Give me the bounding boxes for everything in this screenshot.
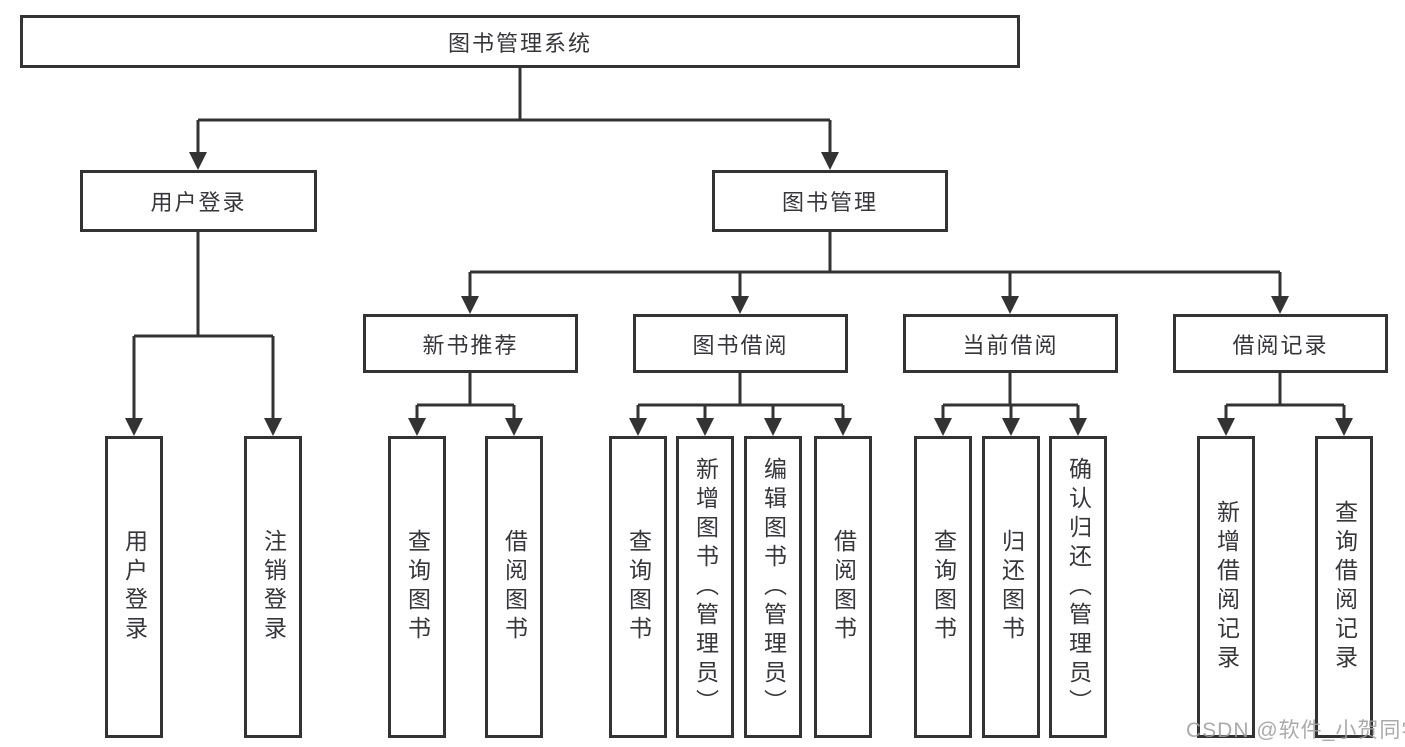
node-root: 图书管理系统 [20,15,1020,68]
node-book-borrowing: 图书借阅 [633,314,848,373]
node-book-management: 图书管理 [712,170,948,232]
leaf-borrow-books-recommend: 借阅图书 [485,436,543,738]
node-root-label: 图书管理系统 [447,30,592,56]
leaf-user-login-label: 用户登录 [121,529,148,645]
leaf-query-books-recommend: 查询图书 [388,436,446,738]
leaf-query-borrow-record: 查询借阅记录 [1315,436,1373,738]
node-book-borrowing-label: 图书借阅 [692,332,789,358]
leaf-return-books-label: 归还图书 [998,529,1025,645]
leaf-borrow-books-recommend-label: 借阅图书 [501,529,528,645]
node-user-login: 用户登录 [80,170,317,232]
leaf-query-books-recommend-label: 查询图书 [404,529,431,645]
node-borrowing-records-label: 借阅记录 [1232,332,1329,358]
leaf-return-books: 归还图书 [982,436,1040,738]
leaf-query-books-borrowing-label: 查询图书 [625,529,652,645]
leaf-borrow-books-borrowing: 借阅图书 [814,436,872,738]
leaf-logout-label: 注销登录 [260,529,287,645]
leaf-borrow-books-borrowing-label: 借阅图书 [830,529,857,645]
leaf-edit-books-admin: 编辑图书（管理员） [744,436,802,738]
node-new-book-recommend-label: 新书推荐 [422,332,519,358]
leaf-user-login: 用户登录 [105,436,163,738]
leaf-query-books-current: 查询图书 [914,436,972,738]
node-borrowing-records: 借阅记录 [1173,314,1388,373]
leaf-add-books-admin-label: 新增图书（管理员） [692,456,719,718]
leaf-add-borrow-record: 新增借阅记录 [1197,436,1255,738]
leaf-edit-books-admin-label: 编辑图书（管理员） [760,456,787,718]
leaf-add-books-admin: 新增图书（管理员） [676,436,734,738]
node-user-login-label: 用户登录 [150,190,247,215]
leaf-confirm-return-admin: 确认归还（管理员） [1049,436,1107,738]
leaf-logout: 注销登录 [244,436,302,738]
leaf-query-borrow-record-label: 查询借阅记录 [1331,500,1358,674]
csdn-watermark: CSDN @软件_小贺同学 [1186,719,1405,742]
node-new-book-recommend: 新书推荐 [363,314,578,373]
node-current-borrowing: 当前借阅 [903,314,1118,373]
leaf-add-borrow-record-label: 新增借阅记录 [1213,500,1240,674]
leaf-query-books-borrowing: 查询图书 [609,436,667,738]
leaf-confirm-return-admin-label: 确认归还（管理员） [1065,456,1092,718]
node-book-management-label: 图书管理 [781,190,878,215]
node-current-borrowing-label: 当前借阅 [962,332,1059,358]
leaf-query-books-current-label: 查询图书 [930,529,957,645]
